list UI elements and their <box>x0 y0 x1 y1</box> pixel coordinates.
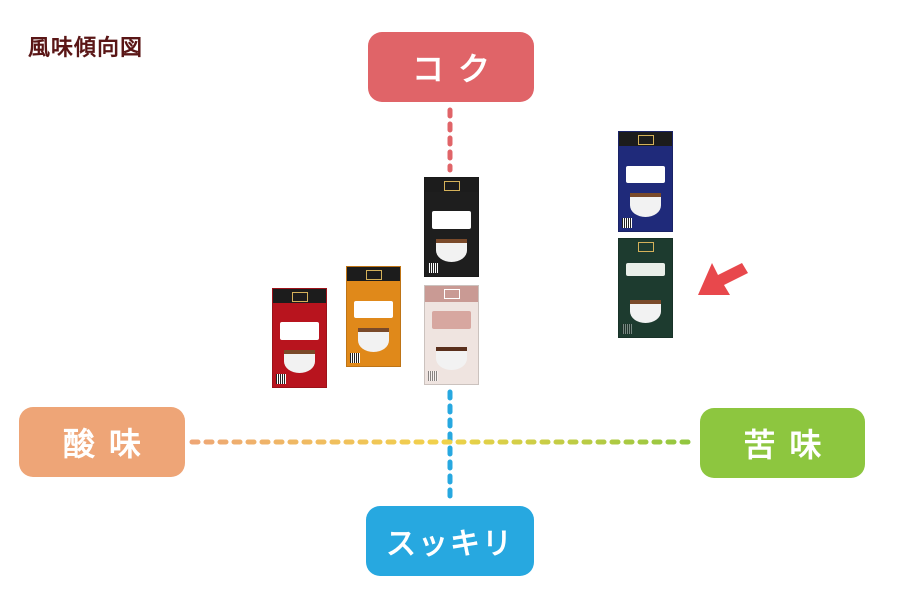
axis-label-sukkiri: スッキリ <box>366 506 534 576</box>
axis-label-nigami: 苦味 <box>700 408 865 478</box>
axis-label-koku: コク <box>368 32 534 102</box>
highlight-arrow-icon <box>690 255 760 305</box>
drip-coffee-package-orange-icon[interactable] <box>346 266 401 367</box>
drip-coffee-package-decaf-icon[interactable] <box>424 285 479 385</box>
drip-coffee-package-organic-icon[interactable] <box>618 238 673 338</box>
drip-coffee-package-navy-icon[interactable] <box>618 131 673 232</box>
drip-coffee-package-red-icon[interactable] <box>272 288 327 388</box>
drip-coffee-package-black-icon[interactable] <box>424 177 479 277</box>
axis-label-sanmi: 酸味 <box>19 407 185 477</box>
